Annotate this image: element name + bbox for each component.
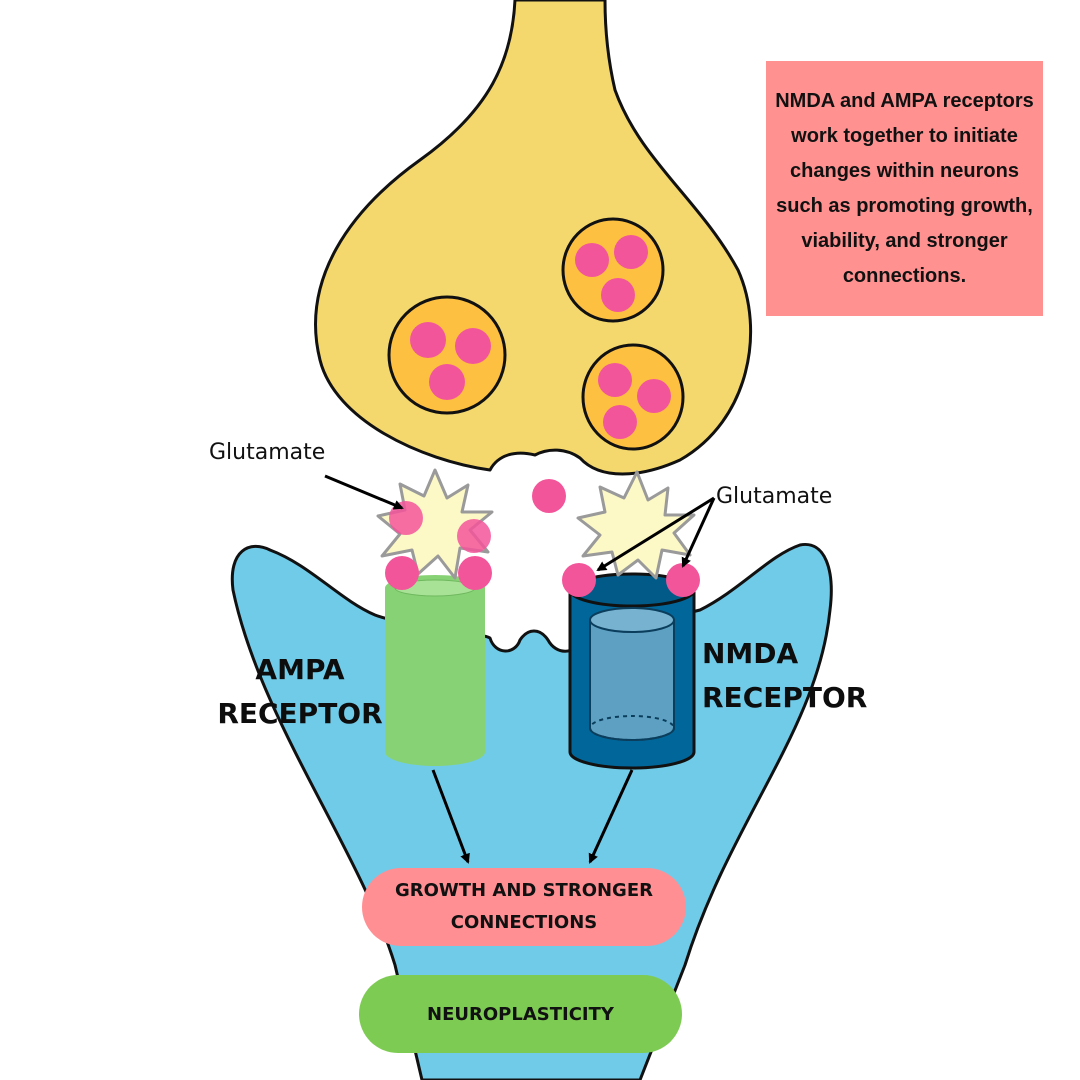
info-text: NMDA and AMPA receptors work together to… [775,89,1034,287]
glutamate-right-arrow-2 [681,497,716,568]
neuroplasticity-pill: NEUROPLASTICITY [359,975,682,1053]
nmda-receptor-channel [568,572,696,770]
glutamate-label-left: Glutamate [209,440,326,465]
nmda-receptor-label: NMDA RECEPTOR [702,637,868,714]
free-glutamate-molecule [532,479,566,513]
nmda-glutamate-molecules [562,563,700,597]
vesicle-bottom-right [581,343,685,451]
growth-outcome-text: GROWTH AND STRONGER CONNECTIONS [394,880,653,933]
ampa-receptor-label: AMPA RECEPTOR [217,653,383,730]
neuroplasticity-text: NEUROPLASTICITY [427,1003,614,1025]
vesicle-left [387,295,507,415]
growth-outcome-pill: GROWTH AND STRONGER CONNECTIONS [362,868,686,946]
info-box: NMDA and AMPA receptors work together to… [766,61,1043,316]
nmda-binding-spark [576,470,696,580]
ampa-receptor-channel [385,575,485,766]
nmda-to-growth-arrow [588,769,634,864]
glutamate-left-arrow [324,474,404,510]
presynaptic-terminal [314,0,753,476]
glutamate-label-right: Glutamate [716,484,833,509]
glutamate-right-arrow-1 [596,496,715,572]
vesicle-top-right [561,217,665,323]
ampa-to-growth-arrow [431,769,470,864]
